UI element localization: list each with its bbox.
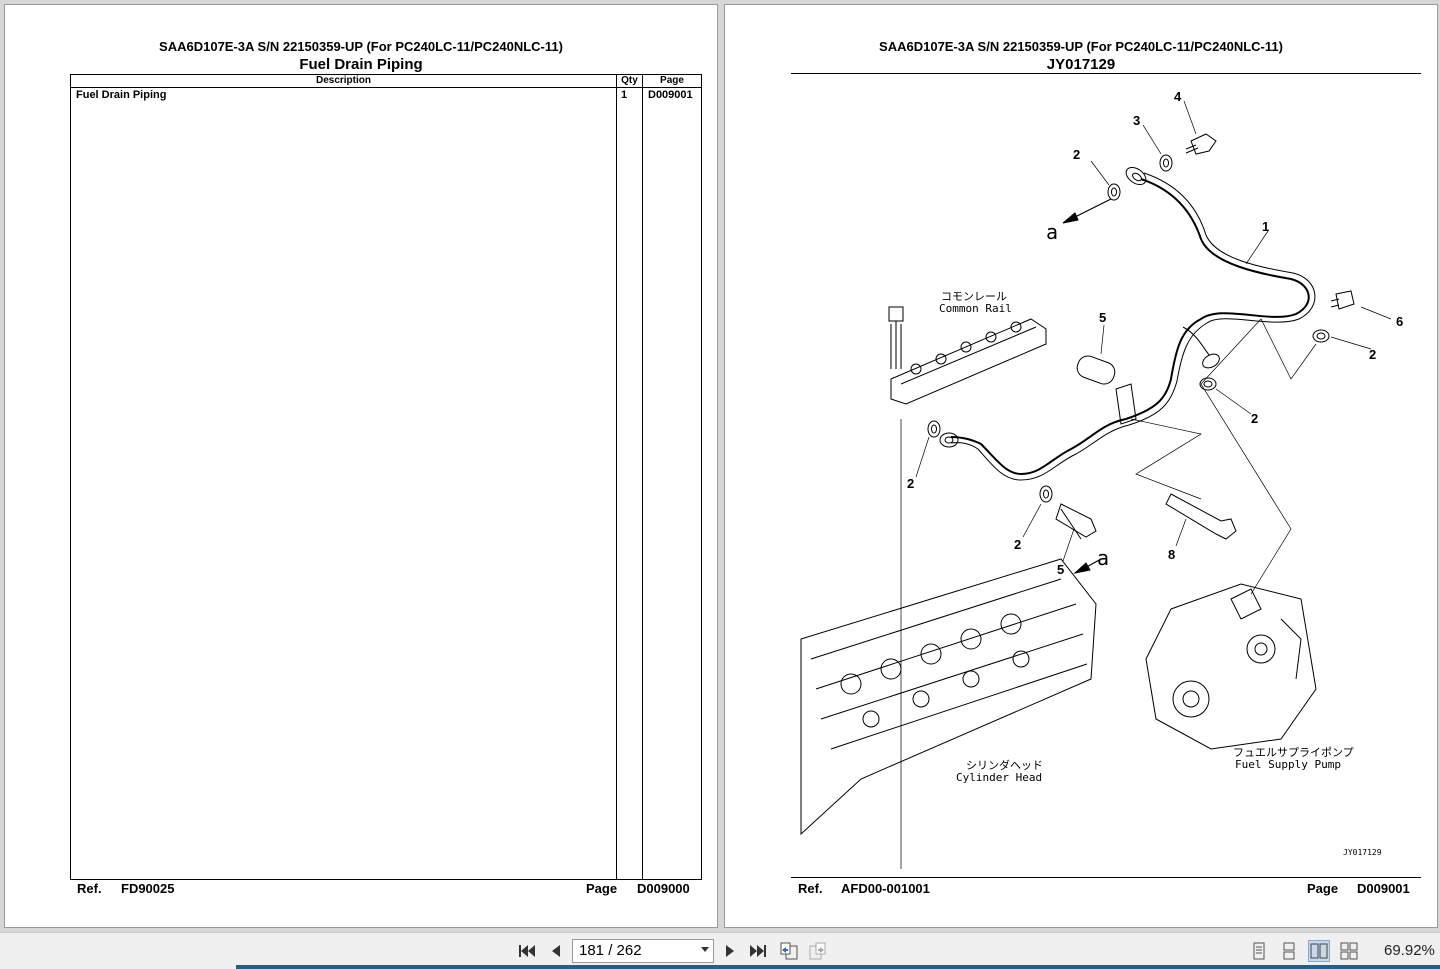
callout-6: 6 [1396, 314, 1403, 329]
table-column-divider [616, 75, 617, 879]
page-indicator: 181 / 262 [579, 942, 642, 959]
footer-page-label: Page [586, 881, 618, 896]
zoom-level[interactable]: 69.92% [1384, 942, 1435, 959]
window-bottom-accent [236, 965, 1440, 969]
callout-4: 4 [1174, 89, 1182, 104]
callout-2: 2 [1251, 411, 1258, 426]
last-page-icon[interactable] [747, 940, 769, 962]
footer-rule [791, 877, 1421, 878]
arrow-label-a: a [1097, 546, 1109, 570]
label-fuel-pump-jp: フュエルサプライポンプ [1233, 746, 1354, 759]
document-page-right: SAA6D107E-3A S/N 22150359-UP (For PC240L… [724, 4, 1438, 928]
go-back-icon[interactable] [778, 940, 800, 962]
footer-page-value: D009000 [637, 881, 690, 896]
next-page-icon[interactable] [719, 940, 741, 962]
callout-3: 3 [1133, 113, 1140, 128]
label-fuel-pump-en: Fuel Supply Pump [1235, 758, 1341, 771]
page-header-model: SAA6D107E-3A S/N 22150359-UP (For PC240L… [159, 39, 563, 54]
page-header-model: SAA6D107E-3A S/N 22150359-UP (For PC240L… [879, 39, 1283, 54]
parts-exploded-diagram: 4 3 2 1 6 2 5 2 2 2 5 8 a a コモンレール Commo… [800, 89, 1403, 869]
label-cylinder-head-jp: シリンダヘッド [966, 758, 1043, 772]
label-cylinder-head-en: Cylinder Head [956, 771, 1042, 784]
prev-page-icon[interactable] [545, 940, 567, 962]
document-viewport[interactable]: SAA6D107E-3A S/N 22150359-UP (For PC240L… [0, 0, 1440, 932]
two-page-continuous-view-icon[interactable] [1338, 940, 1360, 962]
callout-2: 2 [1014, 537, 1021, 552]
row-description[interactable]: Fuel Drain Piping [76, 89, 167, 101]
header-rule [791, 73, 1421, 74]
two-page-view-icon[interactable] [1308, 940, 1330, 962]
page-number-input[interactable]: 181 / 262 [572, 939, 714, 963]
row-qty: 1 [621, 89, 628, 101]
page-header-drawing-code: JY017129 [1046, 56, 1116, 73]
single-page-view-icon[interactable] [1248, 940, 1270, 962]
footer-page-value: D009001 [1357, 881, 1410, 896]
callout-7: 5 [1099, 310, 1106, 325]
table-header-divider [71, 87, 701, 88]
column-header-page: Page [660, 75, 684, 86]
footer-ref-value: AFD00-001001 [841, 881, 930, 896]
page-header-title: Fuel Drain Piping [299, 56, 423, 73]
viewer-toolbar: 181 / 262 69.92% [0, 932, 1440, 969]
column-header-description: Description [315, 75, 371, 86]
footer-page-label: Page [1307, 881, 1339, 896]
continuous-view-icon[interactable] [1278, 940, 1300, 962]
callout-1: 1 [1262, 219, 1269, 234]
arrow-label-a: a [1046, 220, 1058, 244]
document-page-left: SAA6D107E-3A S/N 22150359-UP (For PC240L… [4, 4, 718, 928]
footer-ref-value: FD90025 [121, 881, 175, 896]
column-header-qty: Qty [621, 75, 638, 86]
callout-5: 5 [1057, 562, 1064, 577]
callout-8: 8 [1168, 547, 1175, 562]
drawing-code-stamp: JY017129 [1343, 848, 1382, 857]
callout-2: 2 [1073, 147, 1080, 162]
footer-ref-label: Ref. [77, 881, 102, 896]
callout-2: 2 [1369, 347, 1376, 362]
callout-2: 2 [907, 476, 914, 491]
row-page-link[interactable]: D009001 [648, 89, 693, 101]
chevron-down-icon[interactable] [701, 947, 709, 952]
go-forward-icon[interactable] [807, 940, 829, 962]
parts-index-table: Description Qty Page Fuel Drain Piping 1… [70, 74, 702, 880]
first-page-icon[interactable] [516, 940, 538, 962]
label-common-rail-en: Common Rail [939, 302, 1012, 315]
footer-ref-label: Ref. [798, 881, 823, 896]
label-common-rail-jp: コモンレール [941, 290, 1007, 303]
table-column-divider [642, 75, 643, 879]
